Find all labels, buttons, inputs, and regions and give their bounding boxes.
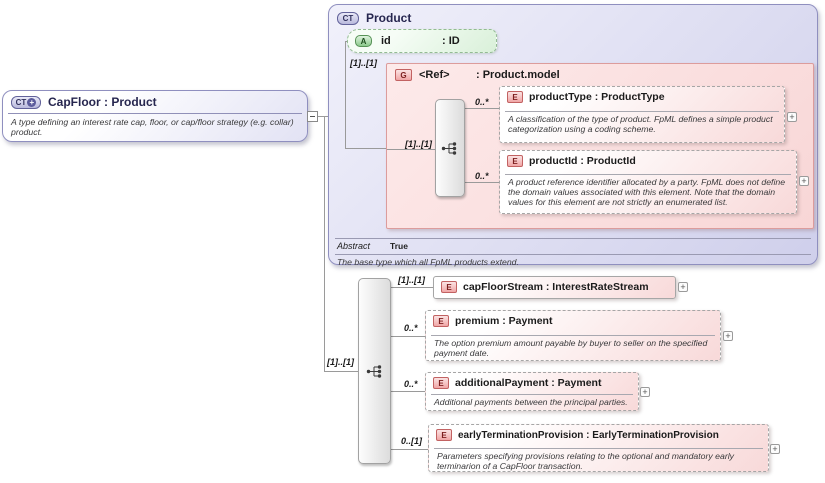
connector-line bbox=[391, 391, 425, 392]
element-badge-icon: E bbox=[433, 315, 449, 327]
element-header: E capFloorStream : InterestRateStream bbox=[441, 281, 649, 293]
element-title: additionalPayment : Payment bbox=[455, 377, 602, 389]
connector-line bbox=[465, 108, 499, 109]
additionalpayment-annotation: Additional payments between the principa… bbox=[434, 397, 628, 407]
connector-line bbox=[391, 287, 433, 288]
group-type: : Product.model bbox=[476, 69, 560, 81]
connector-line bbox=[391, 336, 425, 337]
abstract-facet-row: Abstract True bbox=[337, 241, 408, 251]
divider bbox=[434, 448, 763, 449]
divider bbox=[431, 335, 715, 336]
element-earlyterminationprovision[interactable]: E earlyTerminationProvision : EarlyTermi… bbox=[428, 424, 769, 472]
connector-line bbox=[345, 148, 386, 149]
divider bbox=[335, 238, 811, 239]
inner-sequence-cardinality: [1]..[1] bbox=[405, 139, 432, 149]
expand-icon[interactable]: + bbox=[770, 444, 780, 454]
collapse-handle-icon[interactable] bbox=[307, 111, 318, 122]
connector-line bbox=[324, 371, 358, 372]
element-badge-icon: E bbox=[441, 281, 457, 293]
product-annotation: The base type which all FpML products ex… bbox=[337, 257, 519, 267]
expand-icon[interactable]: + bbox=[787, 112, 797, 122]
connector-line bbox=[391, 449, 428, 450]
element-title: premium : Payment bbox=[455, 315, 553, 327]
capfloor-type-box[interactable]: CT+ CapFloor : Product A type defining a… bbox=[2, 90, 308, 142]
group-product-model[interactable]: G <Ref> : Product.model [1]..[1] bbox=[386, 63, 814, 229]
premium-cardinality: 0..* bbox=[404, 323, 418, 333]
divider bbox=[335, 254, 811, 255]
plus-circle-icon: + bbox=[27, 97, 37, 107]
capfloor-header: CT+ CapFloor : Product bbox=[11, 95, 157, 109]
expand-icon[interactable]: + bbox=[799, 176, 809, 186]
connector-line bbox=[324, 116, 325, 372]
element-header: E productType : ProductType bbox=[507, 91, 665, 103]
element-badge-icon: E bbox=[433, 377, 449, 389]
element-header: E productId : ProductId bbox=[507, 155, 636, 167]
element-title: earlyTerminationProvision : EarlyTermina… bbox=[458, 429, 719, 441]
sequence-compositor[interactable] bbox=[358, 278, 391, 464]
attribute-name: id bbox=[381, 35, 391, 47]
earlytermination-cardinality: 0..[1] bbox=[401, 436, 423, 446]
element-header: E additionalPayment : Payment bbox=[433, 377, 601, 389]
expand-icon[interactable]: + bbox=[678, 282, 688, 292]
element-producttype[interactable]: E productType : ProductType A classifica… bbox=[499, 86, 785, 143]
element-productid[interactable]: E productId : ProductId A product refere… bbox=[499, 150, 797, 214]
divider bbox=[8, 113, 302, 114]
complex-type-plus-icon: CT+ bbox=[11, 95, 41, 109]
connector-line bbox=[465, 182, 499, 183]
group-name: <Ref> bbox=[419, 69, 450, 81]
element-header: E earlyTerminationProvision : EarlyTermi… bbox=[436, 429, 719, 441]
capfloorstream-cardinality: [1]..[1] bbox=[398, 275, 425, 285]
sequence-icon bbox=[441, 141, 457, 155]
connector-line bbox=[345, 41, 346, 148]
group-badge-icon: G bbox=[395, 69, 412, 81]
sequence-icon bbox=[366, 364, 381, 378]
facet-label: Abstract bbox=[337, 241, 371, 251]
element-additionalpayment[interactable]: E additionalPayment : Payment Additional… bbox=[425, 372, 639, 411]
element-premium[interactable]: E premium : Payment The option premium a… bbox=[425, 310, 721, 361]
attribute-type: : ID bbox=[442, 35, 460, 47]
productid-annotation: A product reference identifier allocated… bbox=[508, 177, 786, 207]
badge-label: CT bbox=[15, 97, 27, 107]
product-header: CT Product bbox=[337, 11, 411, 25]
connector-line bbox=[317, 116, 330, 117]
sequence-compositor[interactable] bbox=[435, 99, 465, 197]
premium-annotation: The option premium amount payable by buy… bbox=[434, 338, 708, 358]
attribute-id[interactable]: A id : ID bbox=[347, 29, 497, 53]
group-header: G <Ref> : Product.model bbox=[395, 69, 560, 81]
producttype-cardinality: 0..* bbox=[475, 97, 489, 107]
handle-bar bbox=[310, 116, 315, 117]
product-base-type-box[interactable]: CT Product A id : ID [1]..[1] G <Ref> : … bbox=[328, 4, 818, 267]
facet-value: True bbox=[390, 241, 408, 251]
element-title: capFloorStream : InterestRateStream bbox=[463, 281, 649, 293]
element-badge-icon: E bbox=[507, 91, 523, 103]
element-title: productType : ProductType bbox=[529, 91, 665, 103]
capfloor-annotation: A type defining an interest rate cap, fl… bbox=[11, 117, 294, 137]
element-capfloorstream[interactable]: E capFloorStream : InterestRateStream bbox=[433, 276, 676, 299]
element-header: E premium : Payment bbox=[433, 315, 552, 327]
element-badge-icon: E bbox=[436, 429, 452, 441]
additionalpayment-cardinality: 0..* bbox=[404, 379, 418, 389]
expand-icon[interactable]: + bbox=[723, 331, 733, 341]
divider bbox=[505, 174, 791, 175]
divider bbox=[505, 111, 779, 112]
sequence-cardinality: [1]..[1] bbox=[327, 357, 354, 367]
element-title: productId : ProductId bbox=[529, 155, 636, 167]
expand-icon[interactable]: + bbox=[640, 387, 650, 397]
divider bbox=[431, 394, 633, 395]
attribute-badge-icon: A bbox=[355, 35, 372, 47]
element-badge-icon: E bbox=[507, 155, 523, 167]
group-cardinality: [1]..[1] bbox=[350, 58, 377, 68]
product-title: Product bbox=[366, 11, 412, 25]
complex-type-icon: CT bbox=[337, 11, 359, 25]
producttype-annotation: A classification of the type of product.… bbox=[508, 114, 773, 134]
productid-cardinality: 0..* bbox=[475, 171, 489, 181]
connector-line bbox=[387, 149, 435, 150]
earlytermination-annotation: Parameters specifying provisions relatin… bbox=[437, 451, 734, 471]
capfloor-title: CapFloor : Product bbox=[48, 95, 157, 109]
